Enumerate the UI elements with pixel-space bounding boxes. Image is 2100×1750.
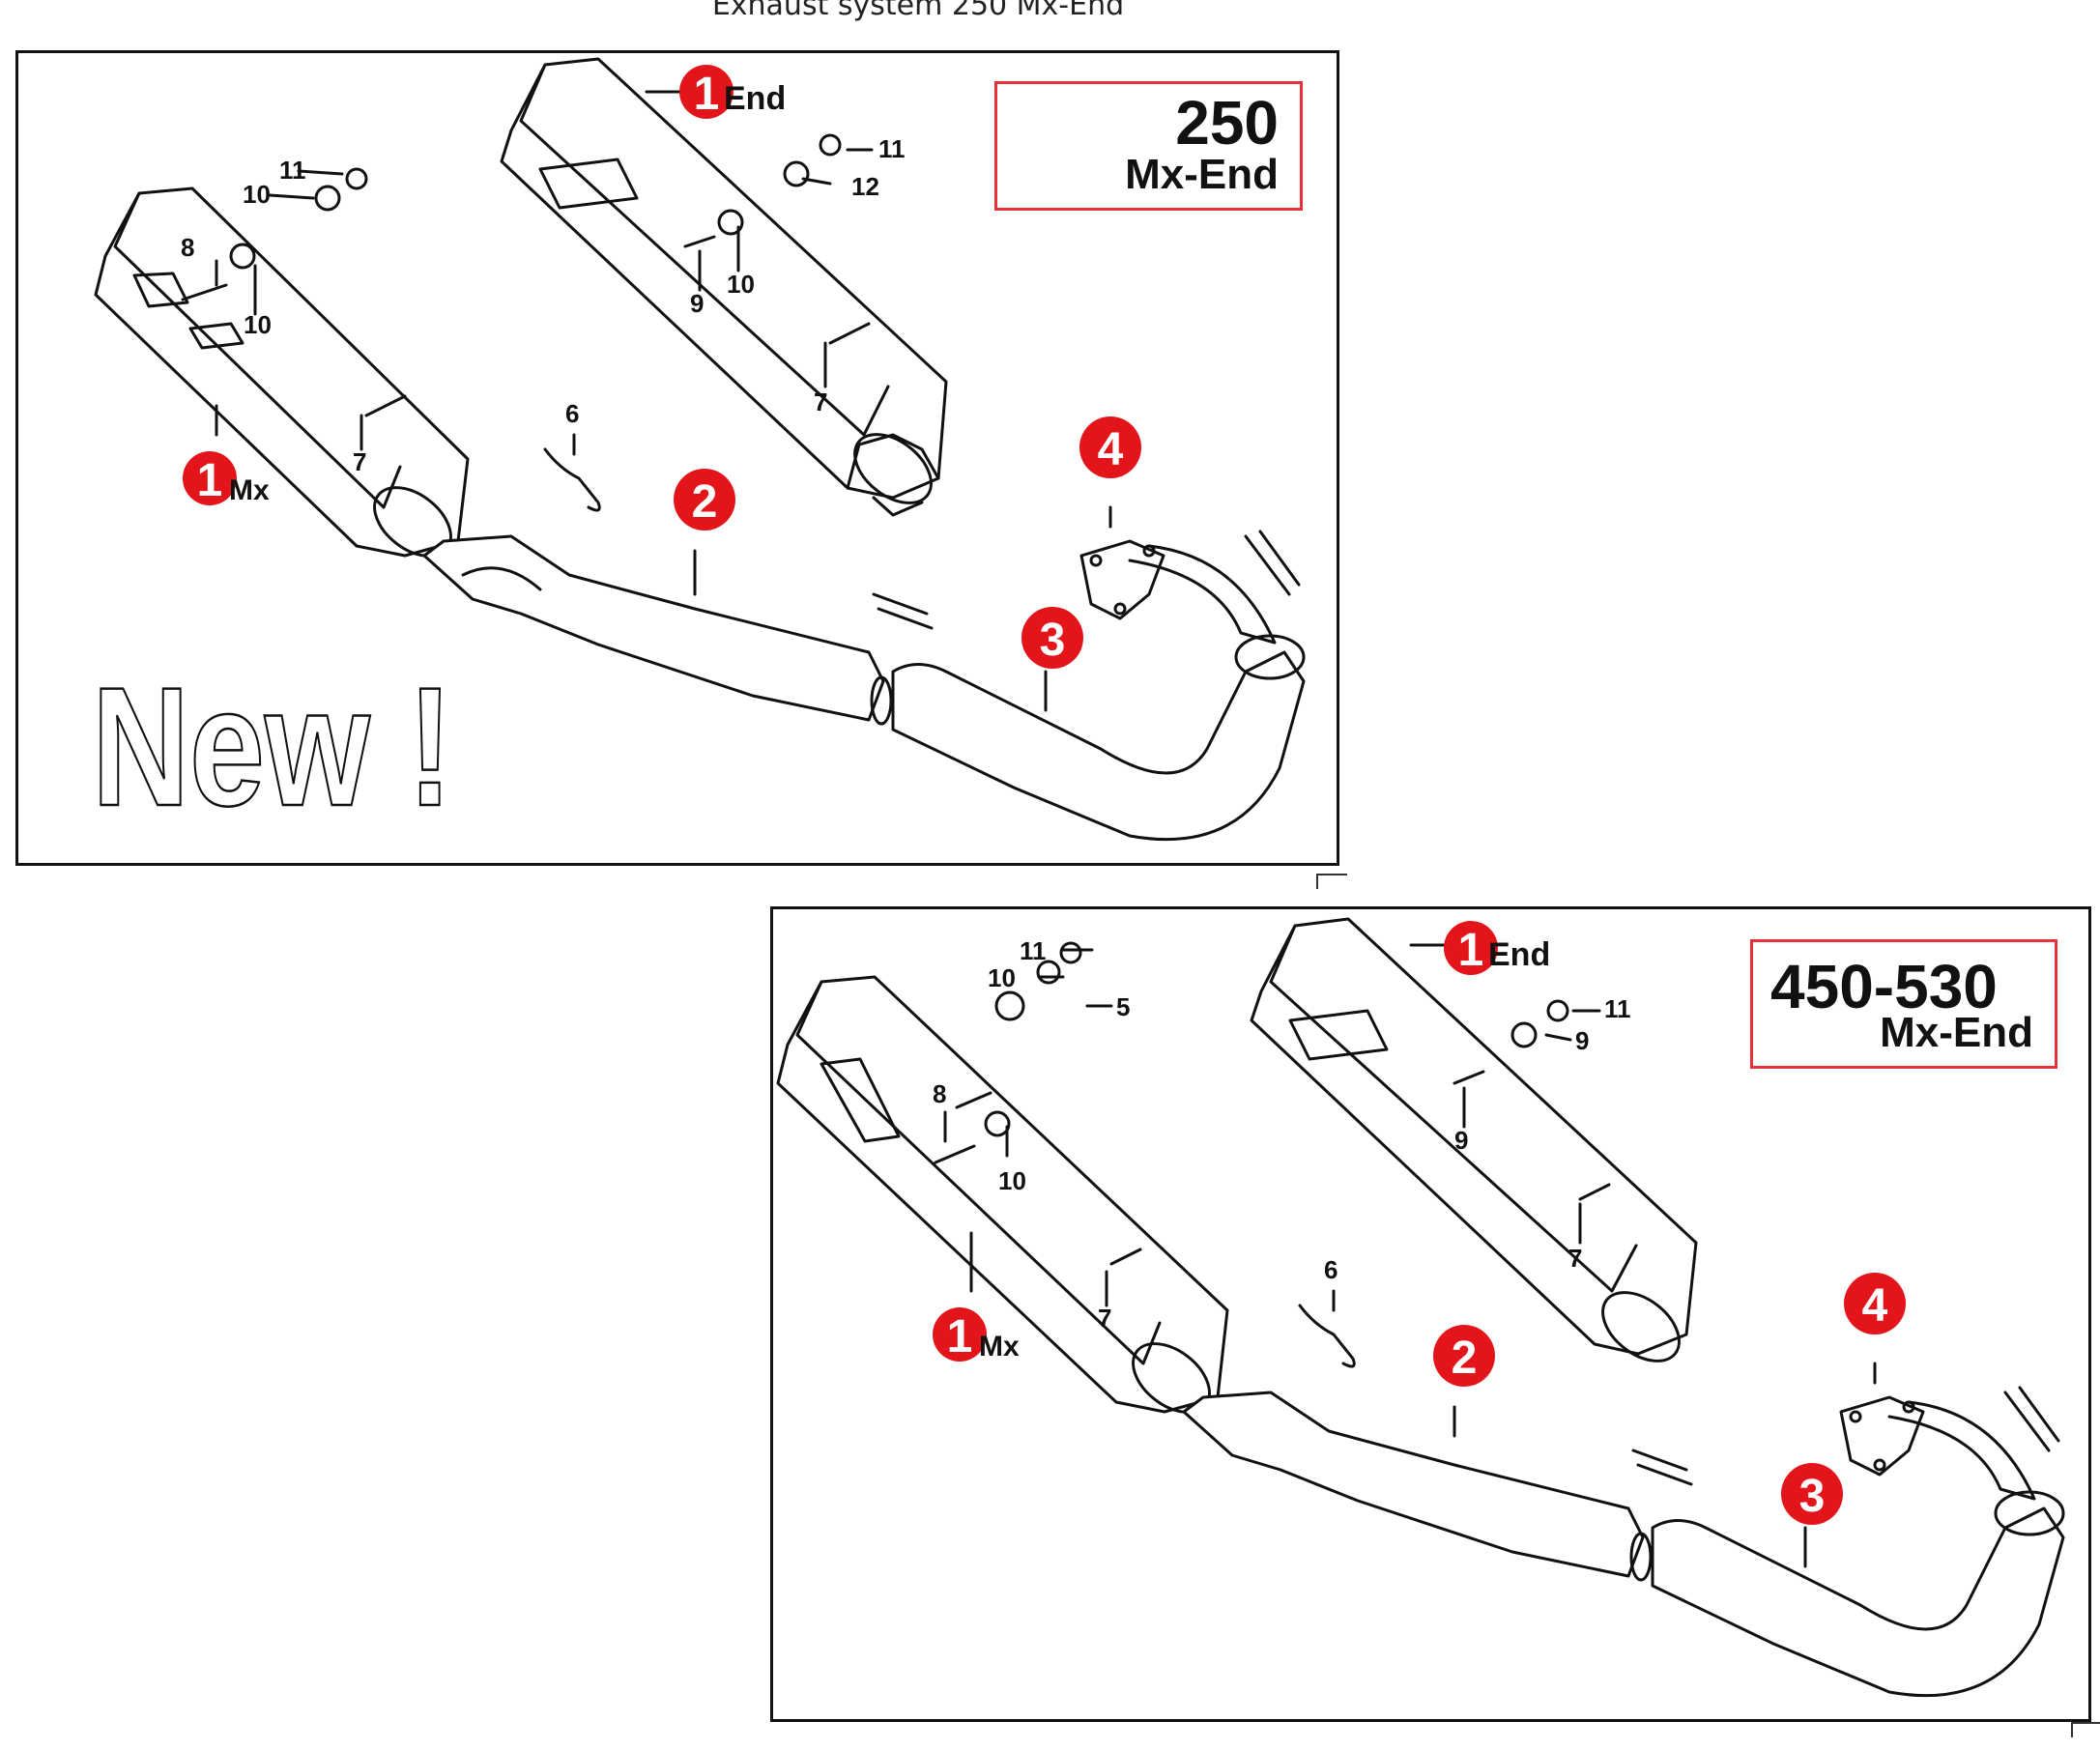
exhaust-drawing-250: New ! 1 End 1 Mx 2 3 4 11 10 8 10 7 6 <box>91 57 1306 843</box>
header-pipe <box>891 634 1306 842</box>
callout-3: 3 <box>1781 1463 1843 1525</box>
label-8: 8 <box>181 233 194 262</box>
callout-4: 4 <box>1844 1273 1906 1334</box>
callout-1-mx: 1 Mx <box>183 451 270 506</box>
end-silencer <box>500 57 948 517</box>
label-7: 7 <box>1098 1304 1111 1333</box>
mid-pipe <box>1182 1391 1653 1582</box>
label-11: 11 <box>279 156 306 185</box>
svg-text:4: 4 <box>1098 424 1124 475</box>
label-10: 10 <box>998 1166 1026 1195</box>
label-7: 7 <box>353 447 366 476</box>
callout-1-end: 1 End <box>1444 921 1550 976</box>
spring-a <box>1631 1449 1693 1486</box>
svg-text:Mx: Mx <box>979 1331 1020 1363</box>
diagram-panel-250: New ! 1 End 1 Mx 2 3 4 11 10 8 10 7 6 <box>15 50 1339 866</box>
svg-text:3: 3 <box>1040 615 1066 666</box>
svg-text:2: 2 <box>1452 1333 1478 1384</box>
label-9: 9 <box>690 289 704 318</box>
model-number: 250 <box>1175 88 1279 158</box>
label-8: 8 <box>933 1079 946 1108</box>
mid-pipe <box>422 534 893 726</box>
header-flange <box>1839 1395 2036 1501</box>
svg-text:1: 1 <box>1458 925 1484 976</box>
callout-1-end: 1 End <box>679 65 786 120</box>
svg-text:3: 3 <box>1799 1471 1826 1522</box>
model-variant: Mx-End <box>1125 151 1279 198</box>
svg-text:Mx: Mx <box>229 474 270 506</box>
label-9: 9 <box>1454 1126 1468 1155</box>
label-11: 11 <box>1604 994 1631 1023</box>
spring-6 <box>543 447 601 512</box>
label-10: 10 <box>988 963 1016 992</box>
label-10: 10 <box>243 180 271 209</box>
label-9: 9 <box>1575 1026 1589 1055</box>
label-6: 6 <box>1324 1255 1338 1284</box>
callout-1-mx: 1 Mx <box>933 1307 1020 1363</box>
svg-text:1: 1 <box>197 455 223 506</box>
page-title: Exhaust system 250 Mx-End <box>711 0 1125 22</box>
svg-text:1: 1 <box>694 69 720 120</box>
mx-silencer <box>94 186 470 558</box>
label-7: 7 <box>1568 1244 1582 1273</box>
spring-b <box>2003 1386 2060 1452</box>
model-variant: Mx-End <box>1880 1009 2033 1056</box>
diagram-panel-450-530: 1 End 1 Mx 2 3 4 11 10 5 8 10 7 6 11 9 9… <box>770 906 2091 1722</box>
callout-3: 3 <box>1021 607 1083 669</box>
crop-mark <box>1316 874 1347 889</box>
label-11: 11 <box>878 134 906 163</box>
svg-text:1: 1 <box>947 1311 973 1363</box>
svg-text:End: End <box>724 80 786 117</box>
header-pipe <box>1651 1490 2065 1698</box>
end-silencer <box>1250 917 1698 1363</box>
spring-b <box>1244 530 1301 596</box>
model-box-250: 250 Mx-End <box>994 81 1303 211</box>
label-10: 10 <box>727 270 755 299</box>
svg-text:4: 4 <box>1862 1280 1888 1332</box>
spring-6 <box>1298 1304 1356 1368</box>
label-7: 7 <box>814 387 827 416</box>
label-5: 5 <box>1116 992 1130 1021</box>
callout-2: 2 <box>674 469 735 531</box>
label-12: 12 <box>851 172 879 201</box>
header-flange <box>1079 539 1277 645</box>
spring-a <box>872 592 934 630</box>
new-label: New ! <box>92 652 452 841</box>
label-11: 11 <box>1020 936 1047 965</box>
svg-text:2: 2 <box>692 476 718 528</box>
label-6: 6 <box>565 399 579 428</box>
crop-mark <box>2071 1722 2100 1737</box>
label-10: 10 <box>244 310 272 339</box>
callout-4: 4 <box>1079 416 1141 478</box>
callout-2: 2 <box>1433 1325 1495 1387</box>
svg-text:End: End <box>1488 936 1550 973</box>
exhaust-drawing-450-530: 1 End 1 Mx 2 3 4 11 10 5 8 10 7 6 11 9 9… <box>776 917 2065 1698</box>
model-number: 450-530 <box>1770 952 1998 1021</box>
model-box-450-530: 450-530 Mx-End <box>1750 939 2057 1069</box>
